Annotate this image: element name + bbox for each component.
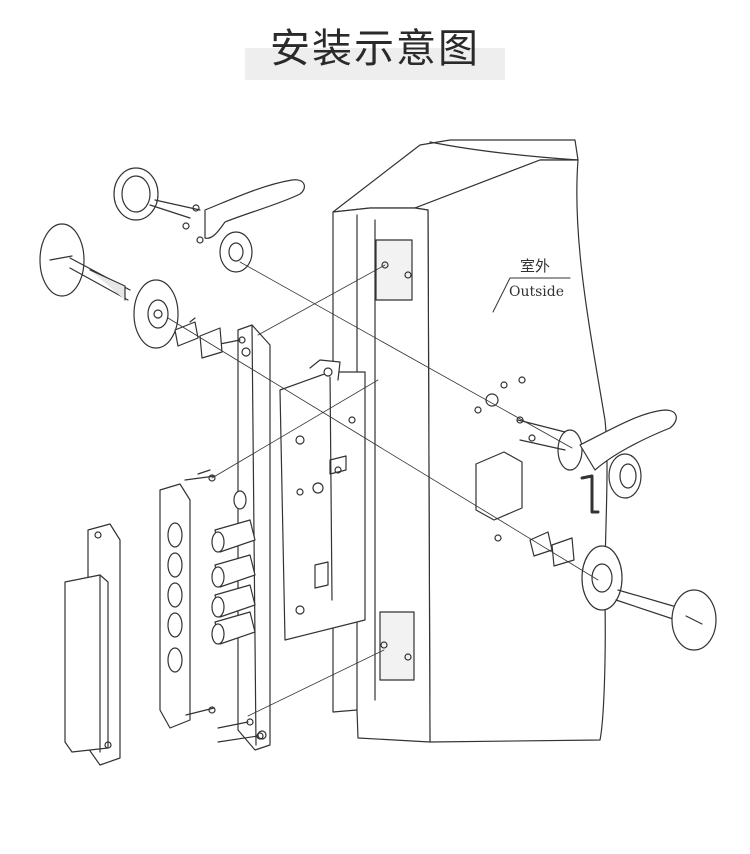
deadbolts: [211, 490, 256, 645]
outside-label-en: Outside: [509, 284, 564, 300]
mortise-lock-body: [279, 359, 366, 641]
page-title: 安装示意图: [270, 26, 480, 72]
exterior-knob: [529, 531, 717, 651]
mounting-screws: [217, 336, 264, 743]
title-area: 安装示意图: [0, 0, 750, 100]
outside-label-cn: 室外: [520, 257, 550, 275]
strike-box: [64, 523, 121, 766]
title-underline-bar: [245, 48, 505, 80]
outside-label: [492, 277, 571, 313]
interior-handle: [113, 167, 306, 273]
interior-thumbturn: [39, 223, 223, 359]
strike-plate: [159, 469, 216, 729]
assembly-guide-lines: [167, 261, 599, 717]
exterior-handle: [516, 409, 677, 514]
